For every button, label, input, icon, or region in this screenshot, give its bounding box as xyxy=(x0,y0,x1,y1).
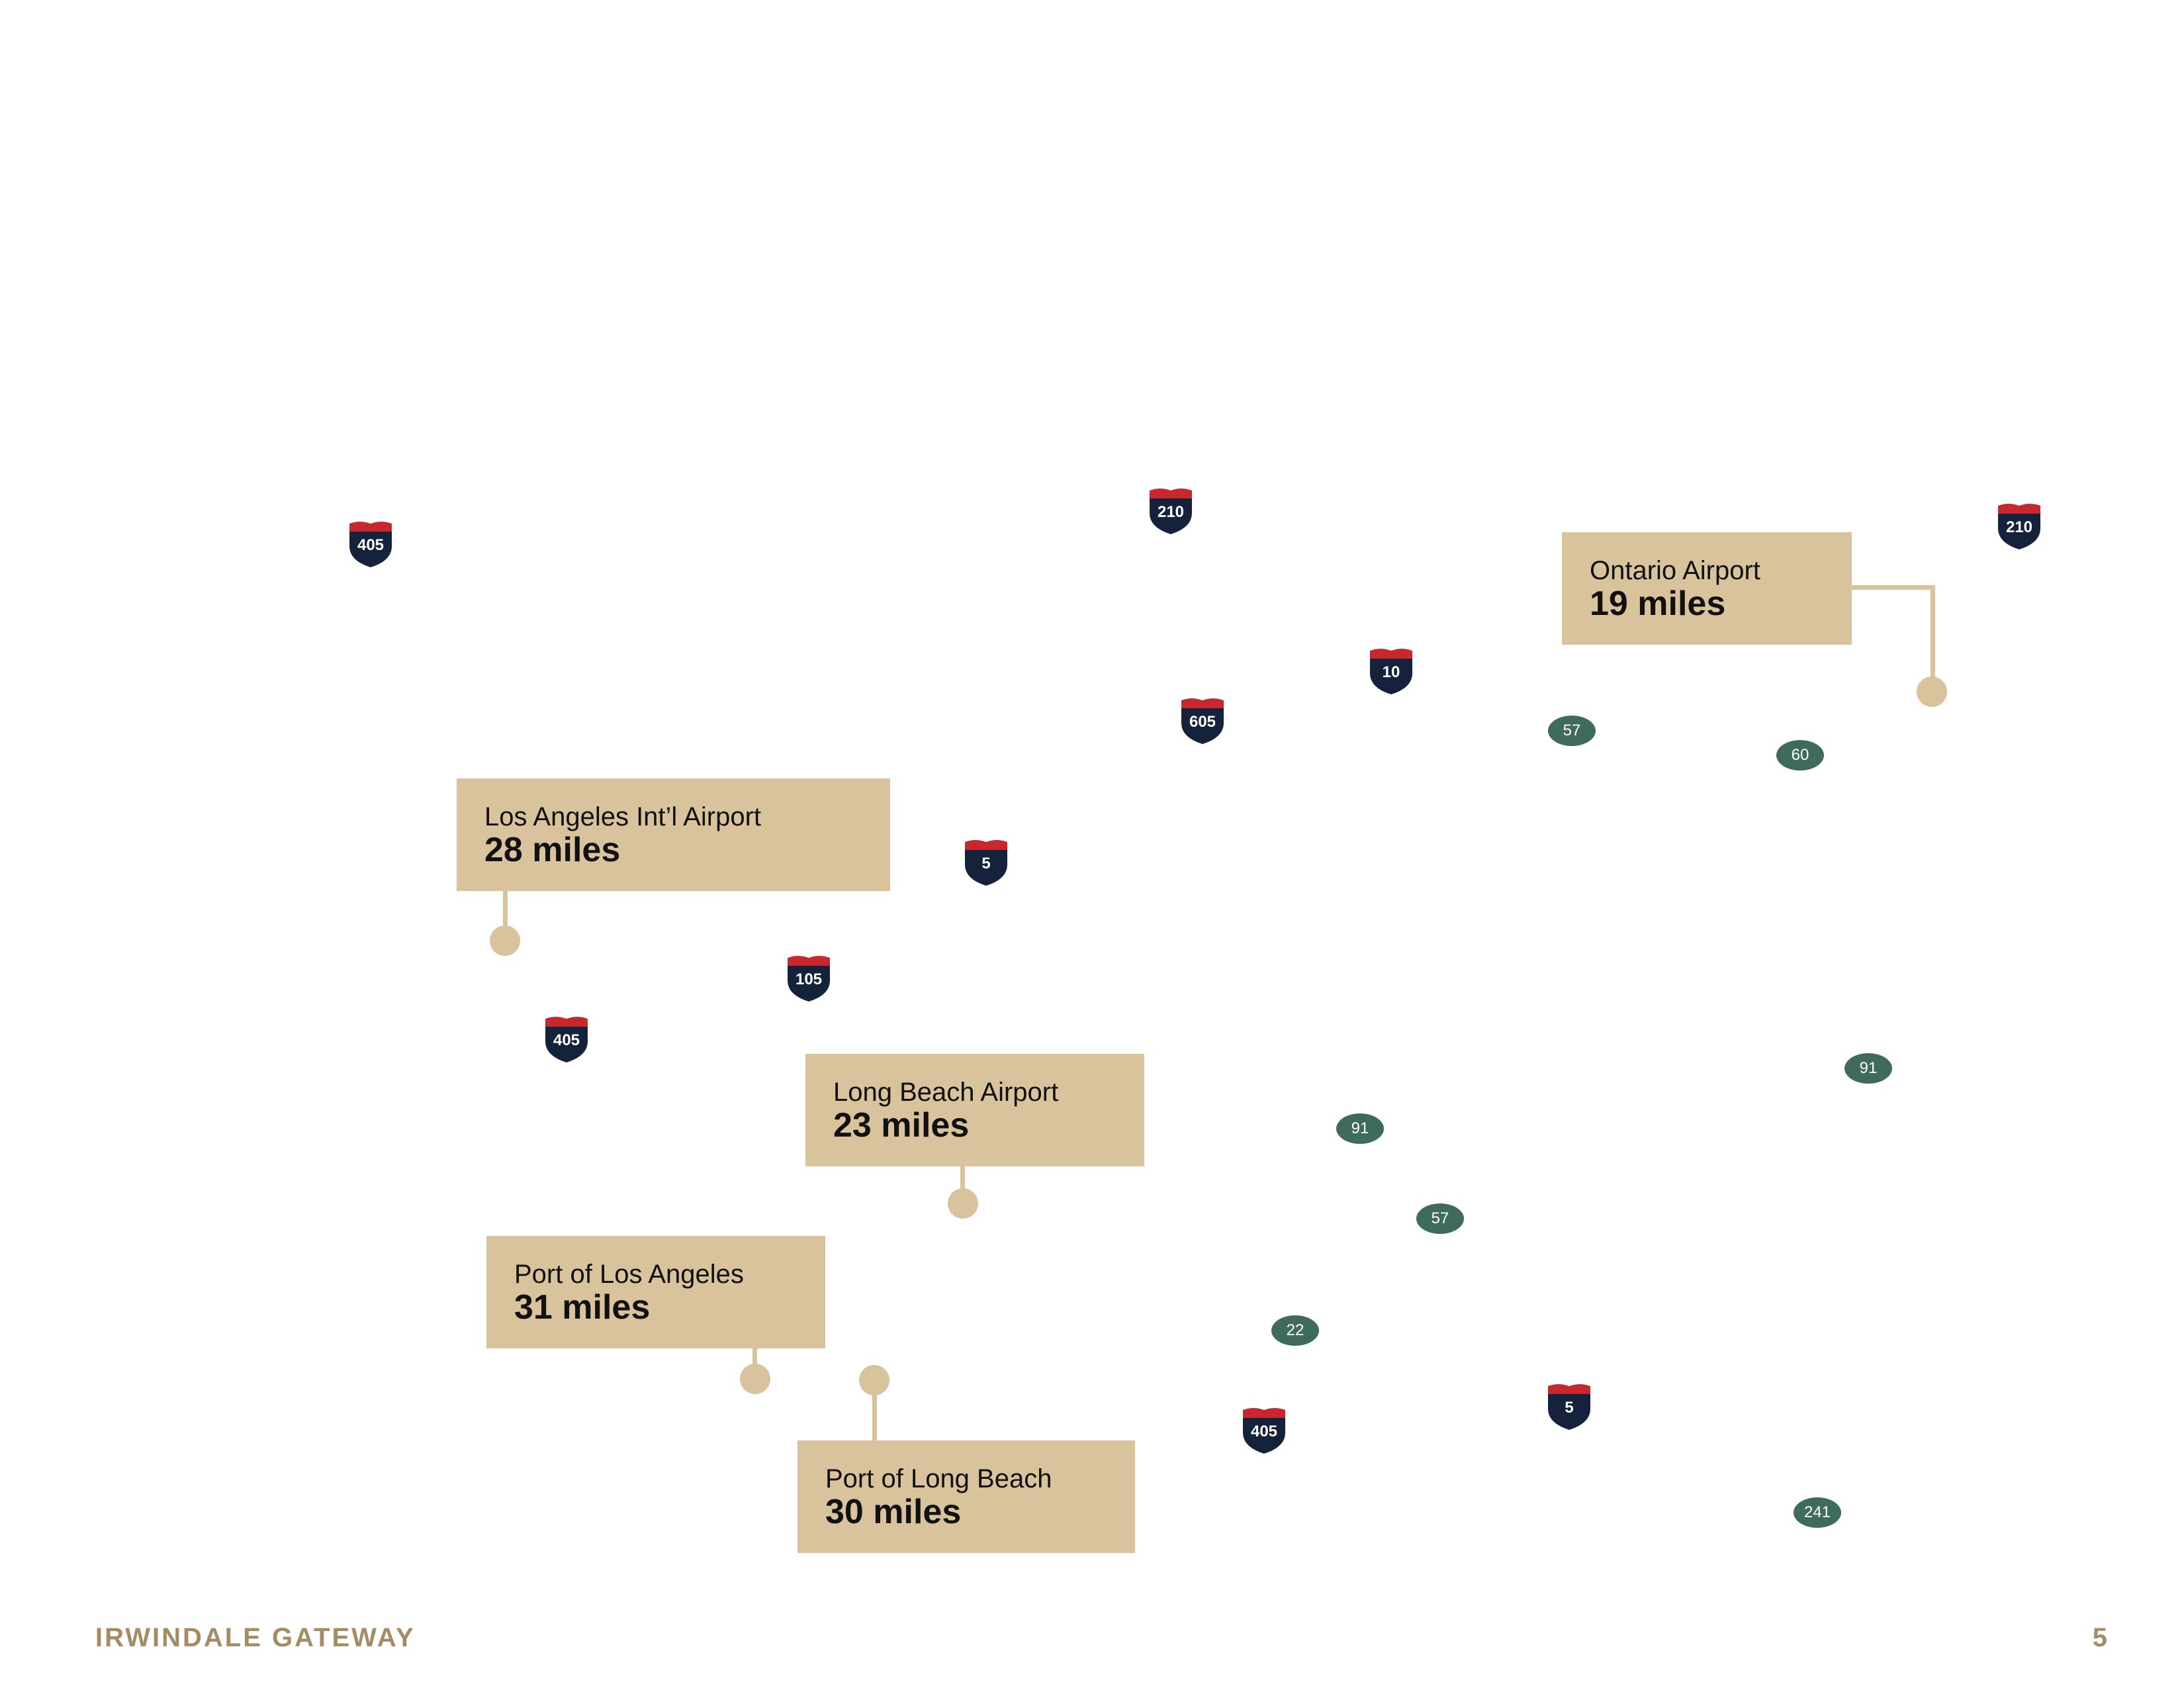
interstate-605-shield: 605 xyxy=(1179,696,1226,745)
interstate-405-shield: 405 xyxy=(1240,1406,1288,1455)
interstate-shield-icon xyxy=(788,956,830,1002)
shield-number: 605 xyxy=(1189,713,1216,731)
callout-name: Los Angeles Int’l Airport xyxy=(484,802,762,831)
interstate-shield-icon xyxy=(1370,649,1412,694)
state-route-60-marker: 60 xyxy=(1776,740,1824,771)
footer-title: IRWINDALE GATEWAY xyxy=(95,1623,416,1652)
interstate-shield-icon xyxy=(349,522,392,567)
interstate-210-shield: 210 xyxy=(1995,502,2043,551)
interstate-210-shield: 210 xyxy=(1147,487,1195,536)
page-number: 5 xyxy=(2092,1623,2107,1652)
callout-distance: 28 miles xyxy=(484,831,621,869)
callout-ontario-airport: Ontario Airport 19 miles xyxy=(1562,532,1852,645)
interstate-405-shield: 405 xyxy=(347,520,394,569)
location-marker-ontario-airport xyxy=(1917,677,1947,707)
shield-number: 405 xyxy=(357,536,385,554)
interstate-5-shield: 5 xyxy=(962,838,1010,887)
state-route-57-marker: 57 xyxy=(1548,716,1596,746)
callout-name: Port of Los Angeles xyxy=(514,1260,744,1289)
shield-number: 5 xyxy=(1565,1399,1574,1417)
interstate-shield-icon xyxy=(1998,504,2040,549)
interstate-shield-icon xyxy=(1150,489,1192,534)
interstate-405-shield: 405 xyxy=(543,1015,590,1064)
callout-distance: 30 miles xyxy=(825,1493,962,1531)
interstate-shield-icon xyxy=(965,840,1007,886)
callout-connector xyxy=(1852,585,1935,590)
shield-number: 10 xyxy=(1382,663,1400,681)
state-route-22-marker: 22 xyxy=(1271,1315,1319,1346)
callout-port-of-long-beach: Port of Long Beach 30 miles xyxy=(797,1440,1135,1553)
state-route-57-marker: 57 xyxy=(1416,1203,1464,1234)
callout-name: Ontario Airport xyxy=(1590,556,1760,585)
callout-port-of-los-angeles: Port of Los Angeles 31 miles xyxy=(486,1236,825,1348)
callout-lax: Los Angeles Int’l Airport 28 miles xyxy=(457,778,890,891)
interstate-shield-icon xyxy=(1548,1384,1590,1430)
state-route-241-marker: 241 xyxy=(1794,1497,1841,1528)
location-marker-port-of-los-angeles xyxy=(740,1364,770,1394)
interstate-shield-icon xyxy=(545,1017,588,1062)
callout-name: Port of Long Beach xyxy=(825,1464,1052,1493)
callout-distance: 23 miles xyxy=(833,1106,970,1145)
state-route-91-marker: 91 xyxy=(1844,1053,1892,1084)
interstate-5-shield: 5 xyxy=(1545,1382,1593,1431)
interstate-shield-icon xyxy=(1181,698,1224,744)
shield-number: 405 xyxy=(1250,1423,1278,1440)
callout-connector xyxy=(872,1380,877,1441)
interstate-10-shield: 10 xyxy=(1367,647,1415,696)
interstate-shield-icon xyxy=(1243,1408,1285,1454)
callout-name: Long Beach Airport xyxy=(833,1078,1059,1107)
callout-distance: 31 miles xyxy=(514,1288,651,1327)
callout-connector xyxy=(1931,585,1935,684)
shield-number: 405 xyxy=(553,1031,580,1049)
shield-number: 210 xyxy=(2005,518,2033,536)
callout-connector xyxy=(752,1348,757,1368)
shield-number: 5 xyxy=(981,855,991,872)
location-marker-long-beach-airport xyxy=(948,1188,978,1219)
callout-connector xyxy=(960,1166,965,1196)
callout-distance: 19 miles xyxy=(1590,585,1726,623)
callout-long-beach-airport: Long Beach Airport 23 miles xyxy=(805,1054,1144,1166)
location-marker-lax xyxy=(490,925,520,956)
interstate-105-shield: 105 xyxy=(785,954,833,1003)
callout-connector xyxy=(503,891,508,932)
state-route-91-marker: 91 xyxy=(1336,1113,1384,1144)
shield-number: 105 xyxy=(795,970,823,988)
shield-number: 210 xyxy=(1157,503,1185,521)
